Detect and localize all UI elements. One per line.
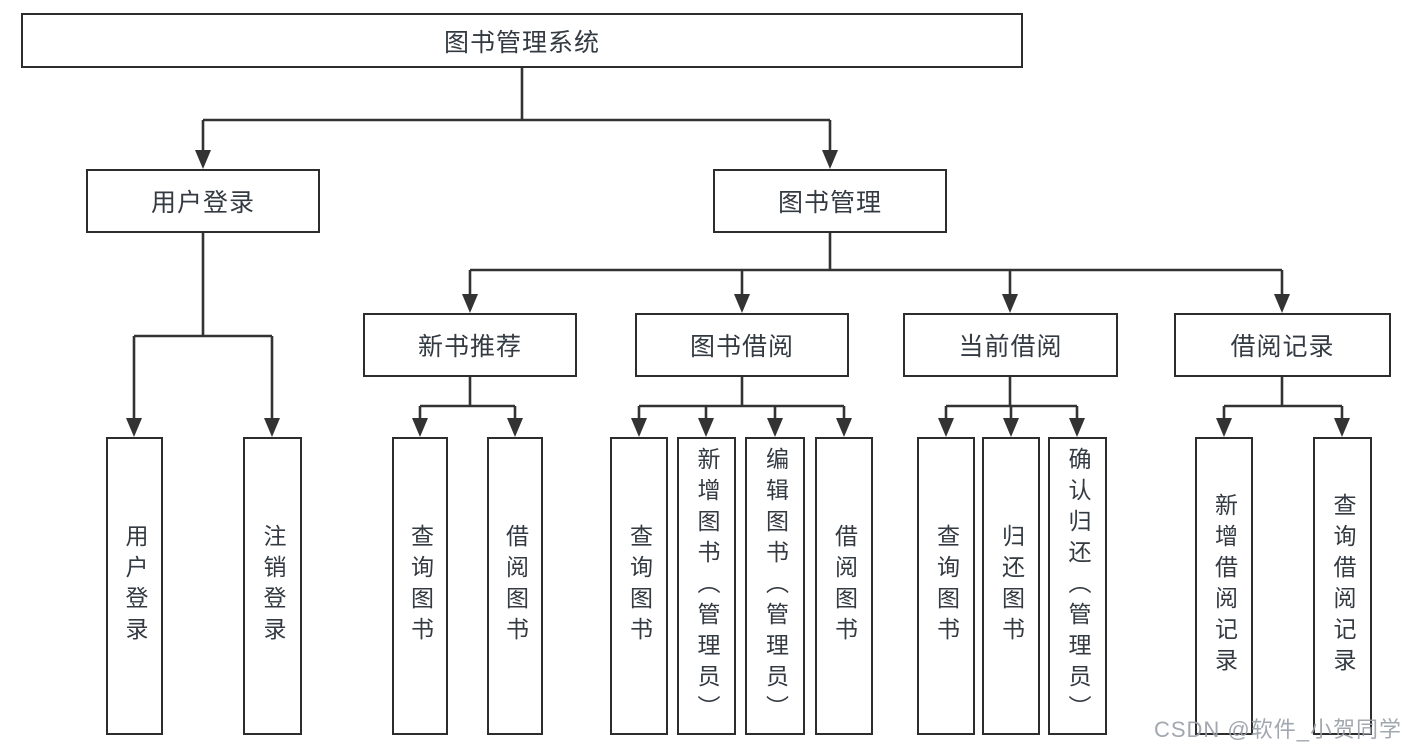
node-user-login: 用户登录 [86,169,320,233]
leaf-query-books-borrow: 查询图书 [610,437,668,735]
connector-book-borrow-children [631,377,852,437]
arrowhead-icon [734,294,750,313]
arrowhead-icon [1274,294,1290,313]
node-label: 编辑图书（管理员） [762,446,789,726]
node-borrowing-records: 借阅记录 [1174,313,1391,377]
connector-root-to-level2 [195,68,838,169]
node-book-borrowing: 图书借阅 [635,313,849,377]
node-label: 借阅图书 [831,524,858,648]
node-label: 查询借阅记录 [1330,493,1356,679]
arrowhead-icon [264,418,280,437]
node-label: 图书管理系统 [443,28,600,57]
arrowhead-icon [631,418,647,437]
leaf-query-borrow-record: 查询借阅记录 [1313,437,1372,735]
leaf-confirm-return-admin: 确认归还（管理员） [1048,437,1107,735]
node-label: 新增借阅记录 [1211,493,1238,679]
connector-borrow-records-children [1216,377,1350,437]
node-label: 借阅图书 [502,524,529,648]
leaf-borrow-books-recommend: 借阅图书 [487,437,543,735]
node-book-management: 图书管理 [713,169,947,233]
arrowhead-icon [1216,418,1232,437]
connector-user-login-children [126,233,280,437]
node-label: 借阅记录 [1230,333,1335,361]
arrowhead-icon [195,150,211,169]
node-label: 注销登录 [260,524,286,648]
node-label: 用户登录 [150,189,255,217]
arrowhead-icon [1003,418,1019,437]
node-label: 新书推荐 [417,333,522,361]
node-label: 查询图书 [626,524,653,648]
arrowhead-icon [767,418,783,437]
leaf-query-books-current: 查询图书 [917,437,975,735]
connector-current-borrow-children [938,377,1085,437]
arrowhead-icon [462,294,478,313]
leaf-add-borrow-record: 新增借阅记录 [1195,437,1253,735]
node-label: 新增图书（管理员） [694,446,720,726]
connector-book-mgmt-children [462,233,1290,313]
leaf-add-books-admin: 新增图书（管理员） [677,437,736,735]
node-label: 用户登录 [122,524,148,648]
leaf-borrow-books: 借阅图书 [815,437,873,735]
arrowhead-icon [836,418,852,437]
leaf-logout: 注销登录 [243,437,302,735]
arrowhead-icon [1002,294,1018,313]
connector-new-book-rec-children [412,377,523,437]
node-current-borrowing: 当前借阅 [903,313,1118,377]
arrowhead-icon [822,150,838,169]
node-label: 查询图书 [933,524,960,648]
arrowhead-icon [1069,418,1085,437]
arrowhead-icon [507,418,523,437]
arrowhead-icon [126,418,142,437]
node-new-book-recommend: 新书推荐 [363,313,577,377]
node-label: 图书管理 [777,189,882,217]
node-label: 图书借阅 [689,333,794,361]
leaf-user-login: 用户登录 [106,437,163,735]
arrowhead-icon [412,418,428,437]
leaf-return-books: 归还图书 [982,437,1040,735]
node-label: 当前借阅 [958,333,1063,361]
node-label: 归还图书 [998,524,1025,648]
leaf-query-books-recommend: 查询图书 [392,437,448,735]
node-root-system: 图书管理系统 [21,13,1023,68]
arrowhead-icon [938,418,954,437]
arrowhead-icon [698,418,714,437]
node-label: 确认归还（管理员） [1065,446,1091,726]
node-label: 查询图书 [407,524,434,648]
leaf-edit-books-admin: 编辑图书（管理员） [745,437,805,735]
arrowhead-icon [1334,418,1350,437]
